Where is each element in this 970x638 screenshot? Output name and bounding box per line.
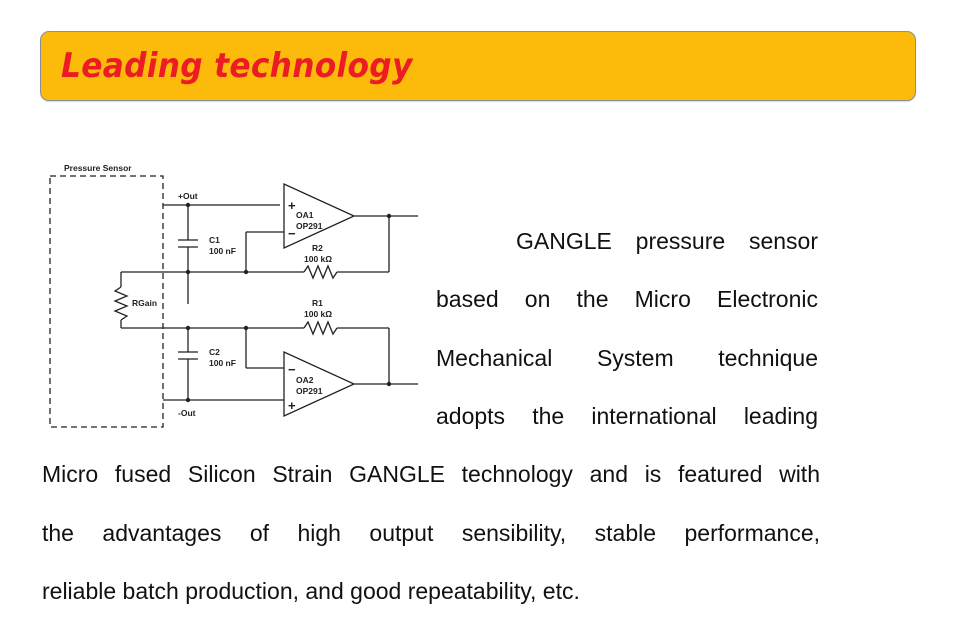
junction-dot [185,269,191,275]
oa1-plus-sign: + [288,198,296,213]
junction-dot [185,202,191,208]
section-banner: Leading technology [40,31,916,101]
oa1-part: OP291 [296,221,323,231]
body-line-6: the advantages of high output sensibilit… [42,520,820,546]
oa2-name: OA2 [296,375,314,385]
c2-value: 100 nF [209,358,236,368]
c2-name: C2 [209,347,220,357]
oa2-plus-sign: + [288,398,296,413]
r2-resistor [303,264,338,280]
rgain-resistor [113,286,129,321]
oa2-amplifier [283,350,356,418]
sensor-label: Pressure Sensor [64,163,132,173]
oa1-amplifier [283,182,356,250]
sensor-circuit-diagram: Pressure Sensor +Out -Out RGain C1 100 n… [49,163,418,428]
oa1-minus-sign: − [288,226,296,241]
junction-dot [386,213,392,219]
c1-name: C1 [209,235,220,245]
junction-dot [185,397,191,403]
c1-value: 100 nF [209,246,236,256]
body-line-5: Micro fused Silicon Strain GANGLE techno… [42,461,820,487]
body-line-2: based on the Micro Electronic [436,286,818,312]
r1-name: R1 [312,298,323,308]
minus-out-label: -Out [178,408,196,418]
junction-dot [243,269,249,275]
pressure-sensor-box [49,175,164,428]
section-title: Leading technology [61,46,413,86]
body-line-1: GANGLE pressure sensor [516,228,818,254]
plus-out-label: +Out [178,191,198,201]
oa2-part: OP291 [296,386,323,396]
r2-name: R2 [312,243,323,253]
oa1-name: OA1 [296,210,314,220]
r1-value: 100 kΩ [304,309,332,319]
junction-dot [386,381,392,387]
body-line-7: reliable batch production, and good repe… [42,578,580,604]
body-line-3: Mechanical System technique [436,345,818,371]
junction-dot [243,325,249,331]
r2-value: 100 kΩ [304,254,332,264]
oa2-minus-sign: − [288,362,296,377]
junction-dot [185,325,191,331]
rgain-label: RGain [132,298,157,308]
body-line-4: adopts the international leading [436,403,818,429]
r1-resistor [303,320,338,336]
